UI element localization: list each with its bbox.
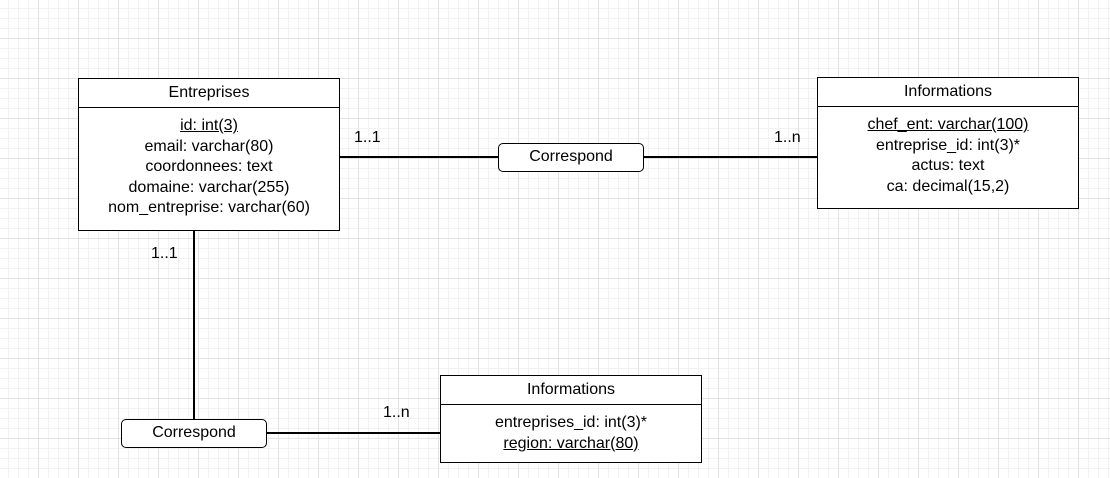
multiplicity-label: 1..n <box>774 129 801 146</box>
attribute-primary-key: region: varchar(80) <box>503 434 639 452</box>
connector-line <box>643 156 818 158</box>
attribute: entreprises_id: int(3)* <box>494 414 648 431</box>
connector-line <box>339 156 499 158</box>
attribute-primary-key: id: int(3) <box>180 117 238 134</box>
attribute-list: id: int(3) email: varchar(80) coordonnee… <box>79 108 339 219</box>
entity-title: Entreprises <box>79 79 339 108</box>
attribute: nom_entreprise: varchar(60) <box>108 199 310 216</box>
entity-title: Informations <box>818 78 1078 107</box>
attribute: entreprise_id: int(3)* <box>875 136 1021 154</box>
attribute: ca: decimal(15,2) <box>886 177 1010 195</box>
attribute: email: varchar(80) <box>144 137 274 155</box>
attribute-list: chef_ent: varchar(100) entreprise_id: in… <box>818 107 1078 197</box>
association-correspond-bottom[interactable]: Correspond <box>121 419 267 448</box>
connector-line <box>266 432 441 434</box>
connector-line <box>193 230 195 419</box>
attribute-primary-key: chef_ent: varchar(100) <box>867 116 1029 133</box>
attribute: coordonnees: text <box>145 158 273 175</box>
attribute-list: entreprises_id: int(3)* region: varchar(… <box>441 405 701 454</box>
entity-entreprises[interactable]: Entreprises id: int(3) email: varchar(80… <box>78 78 340 231</box>
multiplicity-label: 1..1 <box>151 245 178 262</box>
association-correspond-top[interactable]: Correspond <box>498 143 644 172</box>
attribute: domaine: varchar(255) <box>128 178 290 196</box>
multiplicity-label: 1..1 <box>354 129 381 146</box>
entity-informations-right[interactable]: Informations chef_ent: varchar(100) entr… <box>817 77 1079 209</box>
entity-informations-bottom[interactable]: Informations entreprises_id: int(3)* reg… <box>440 375 702 463</box>
multiplicity-label: 1..n <box>383 404 410 421</box>
entity-title: Informations <box>441 376 701 405</box>
attribute: actus: text <box>911 157 985 174</box>
